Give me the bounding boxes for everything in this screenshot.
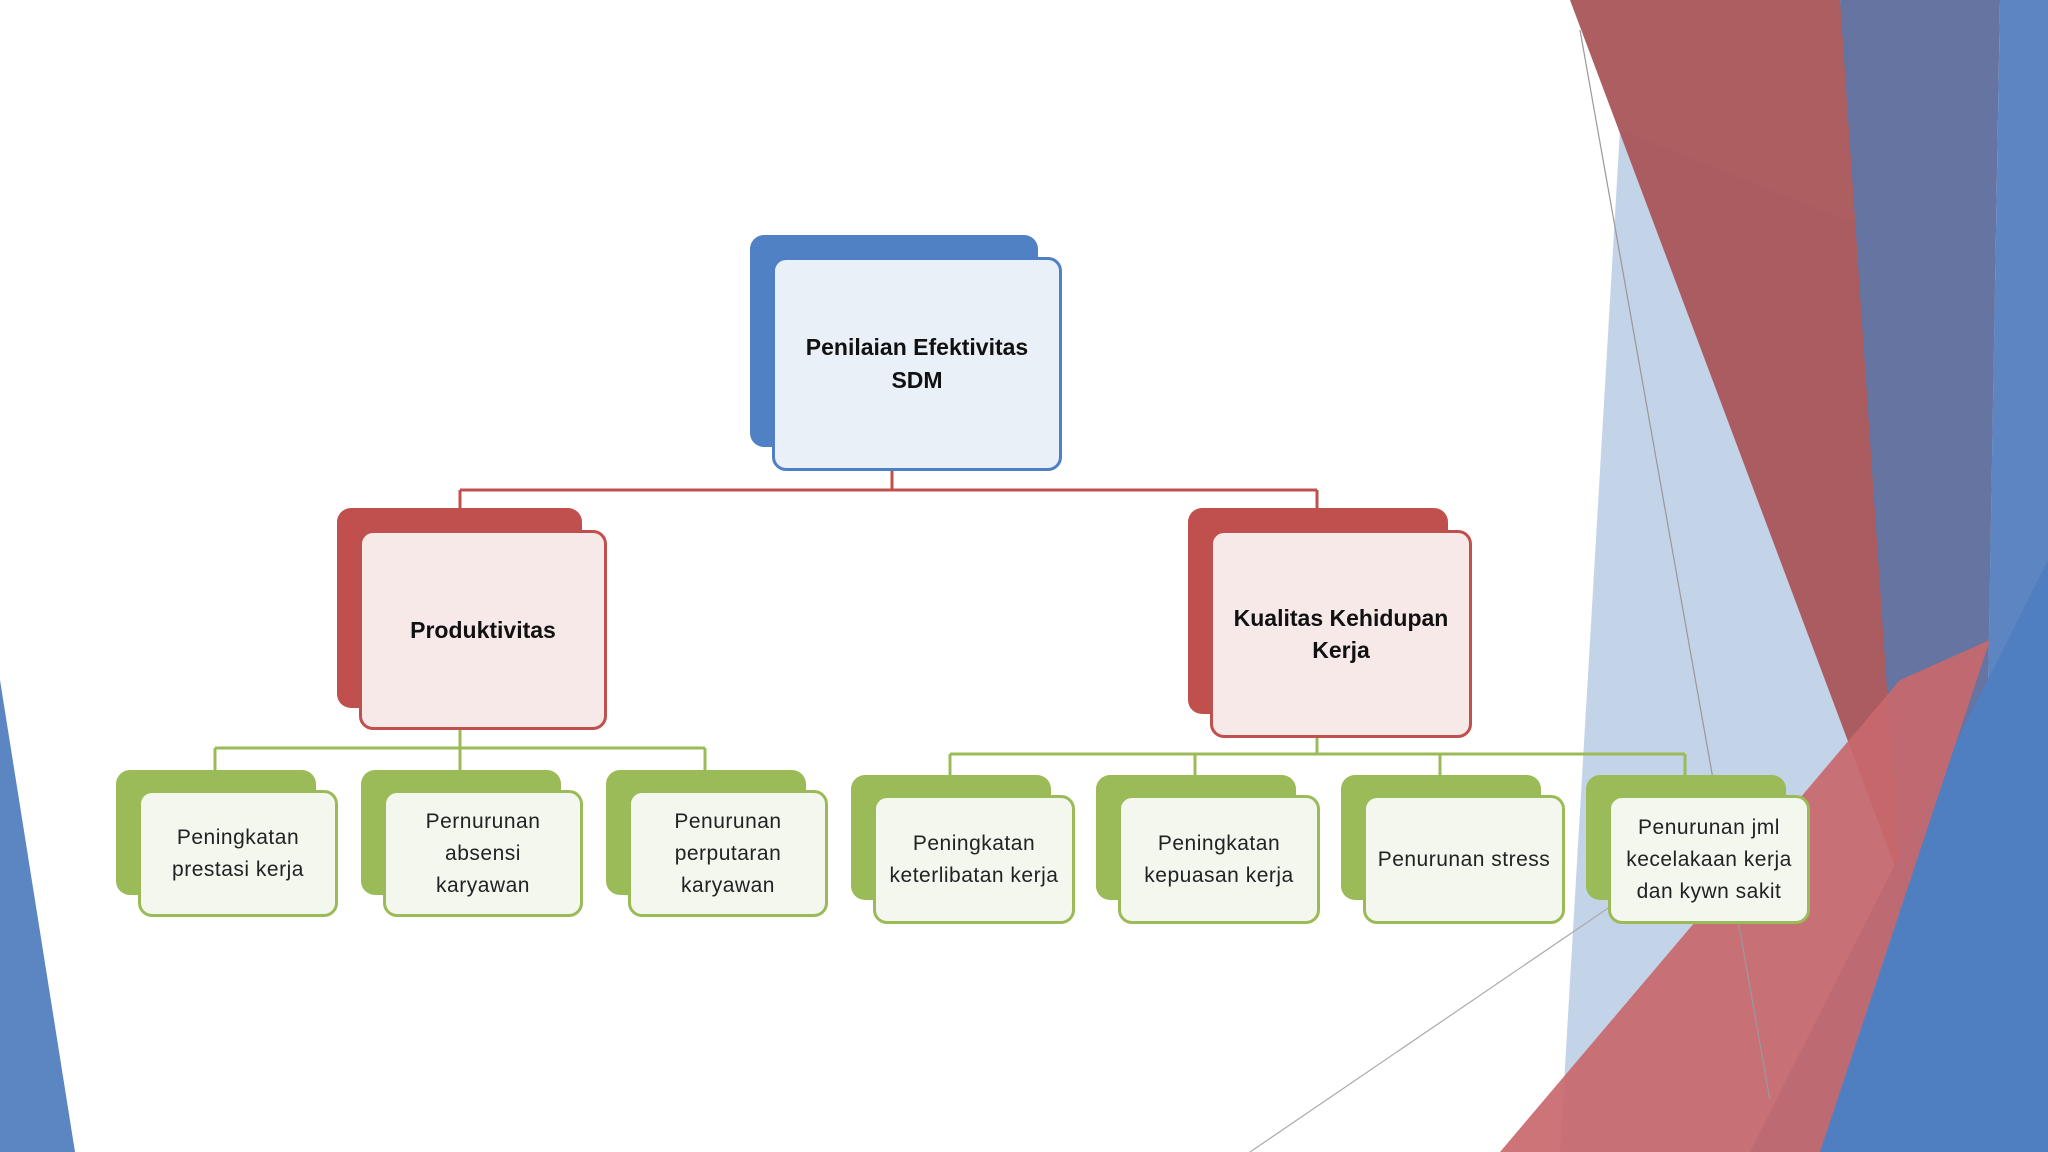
right-red-shape	[1570, 0, 1935, 880]
leaf-node-label: Penurunan perputaran karyawan	[674, 809, 782, 897]
branch-node-label: Kualitas Kehidupan Kerja	[1233, 605, 1449, 663]
root-node: Penilaian Efektivitas SDM	[750, 235, 1062, 471]
leaf-node-peningkatan-kepuasan-kerja: Peningkatan kepuasan kerja	[1096, 775, 1320, 924]
leaf-node-peningkatan-keterlibatan-kerja: Peningkatan keterlibatan kerja	[851, 775, 1075, 924]
leaf-node-label: Peningkatan keterlibatan kerja	[889, 831, 1059, 887]
leaf-node-label: Peningkatan kepuasan kerja	[1144, 831, 1294, 887]
leaf-node-peningkatan-prestasi-kerja: Peningkatan prestasi kerja	[116, 770, 338, 917]
leaf-node-penurunan-jml-kecelakaan-kerja: Penurunan jml kecelakaan kerja dan kywn …	[1586, 775, 1810, 924]
leaf-node-label: Peningkatan prestasi kerja	[172, 825, 304, 881]
leaf-node-pernurunan-absensi-karyawan: Pernurunan absensi karyawan	[361, 770, 583, 917]
branch-node-label: Produktivitas	[410, 617, 556, 643]
branch-node-produktivitas: Produktivitas	[337, 508, 607, 730]
leaf-node-label: Penurunan jml kecelakaan kerja dan kywn …	[1626, 815, 1792, 903]
leaf-node-label: Pernurunan absensi karyawan	[425, 809, 541, 897]
root-node-label: Penilaian Efektivitas SDM	[805, 334, 1029, 393]
thin-line-2	[1249, 899, 1621, 1152]
leaf-node-label: Penurunan stress	[1377, 847, 1551, 871]
left-blue-stripe	[0, 680, 75, 1152]
leaf-node-penurunan-perputaran-karyawan: Penurunan perputaran karyawan	[606, 770, 828, 917]
branch-node-kualitas-kehidupan-kerja: Kualitas Kehidupan Kerja	[1188, 508, 1472, 738]
leaf-node-penurunan-stress: Penurunan stress	[1341, 775, 1565, 924]
